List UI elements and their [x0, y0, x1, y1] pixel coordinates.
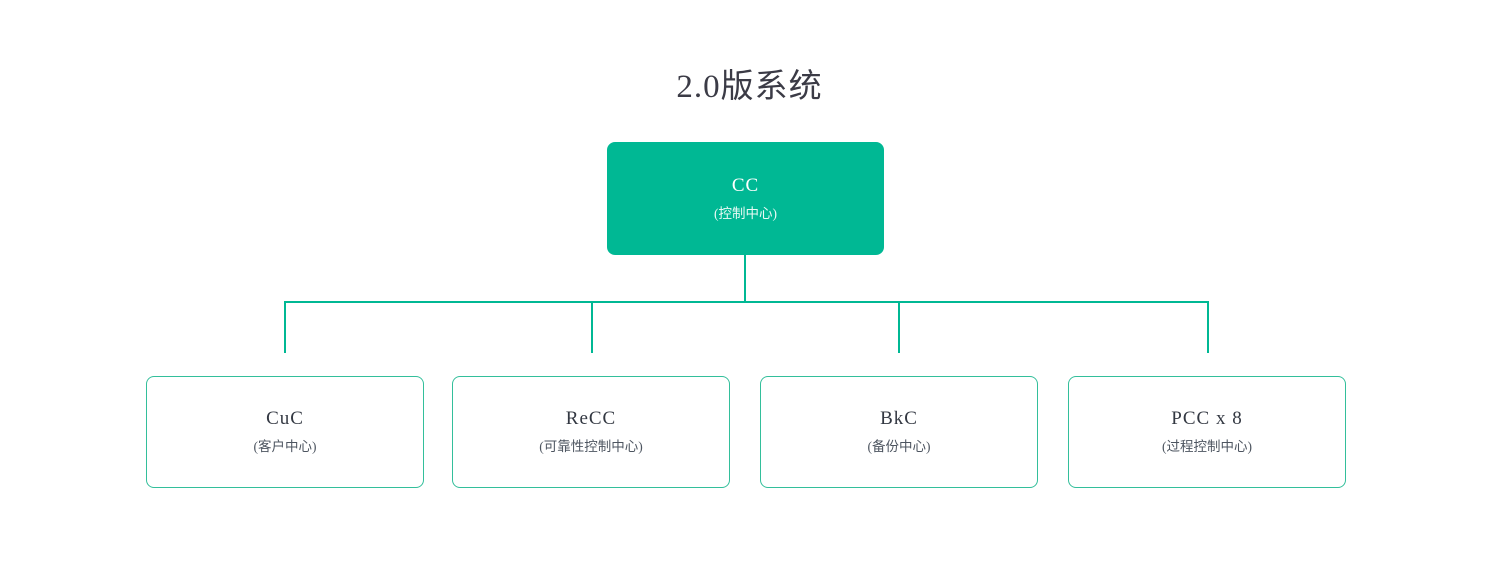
- node-recc-subtitle: (可靠性控制中心): [539, 439, 643, 454]
- node-bkc-title: BkC: [880, 408, 918, 429]
- node-bkc[interactable]: BkC (备份中心): [760, 376, 1038, 488]
- connector-drop-bkc: [898, 301, 900, 353]
- page-title: 2.0版系统: [676, 69, 823, 105]
- node-cuc-title: CuC: [266, 408, 304, 429]
- node-pcc-title: PCC x 8: [1171, 408, 1243, 429]
- node-cc[interactable]: CC (控制中心): [607, 142, 884, 255]
- connector-drop-pcc: [1207, 301, 1209, 353]
- node-cuc-subtitle: (客户中心): [253, 439, 317, 454]
- node-bkc-subtitle: (备份中心): [867, 439, 931, 454]
- node-cc-subtitle: (控制中心): [714, 205, 777, 221]
- node-recc[interactable]: ReCC (可靠性控制中心): [452, 376, 730, 488]
- node-pcc[interactable]: PCC x 8 (过程控制中心): [1068, 376, 1346, 488]
- node-recc-title: ReCC: [565, 408, 617, 429]
- node-cuc[interactable]: CuC (客户中心): [146, 376, 424, 488]
- connector-horizontal-bus: [284, 301, 1209, 303]
- node-pcc-subtitle: (过程控制中心): [1162, 439, 1252, 454]
- connector-drop-cuc: [284, 301, 286, 353]
- connector-drop-recc: [591, 301, 593, 353]
- connector-root-stem: [744, 255, 746, 303]
- node-cc-title: CC: [731, 174, 760, 196]
